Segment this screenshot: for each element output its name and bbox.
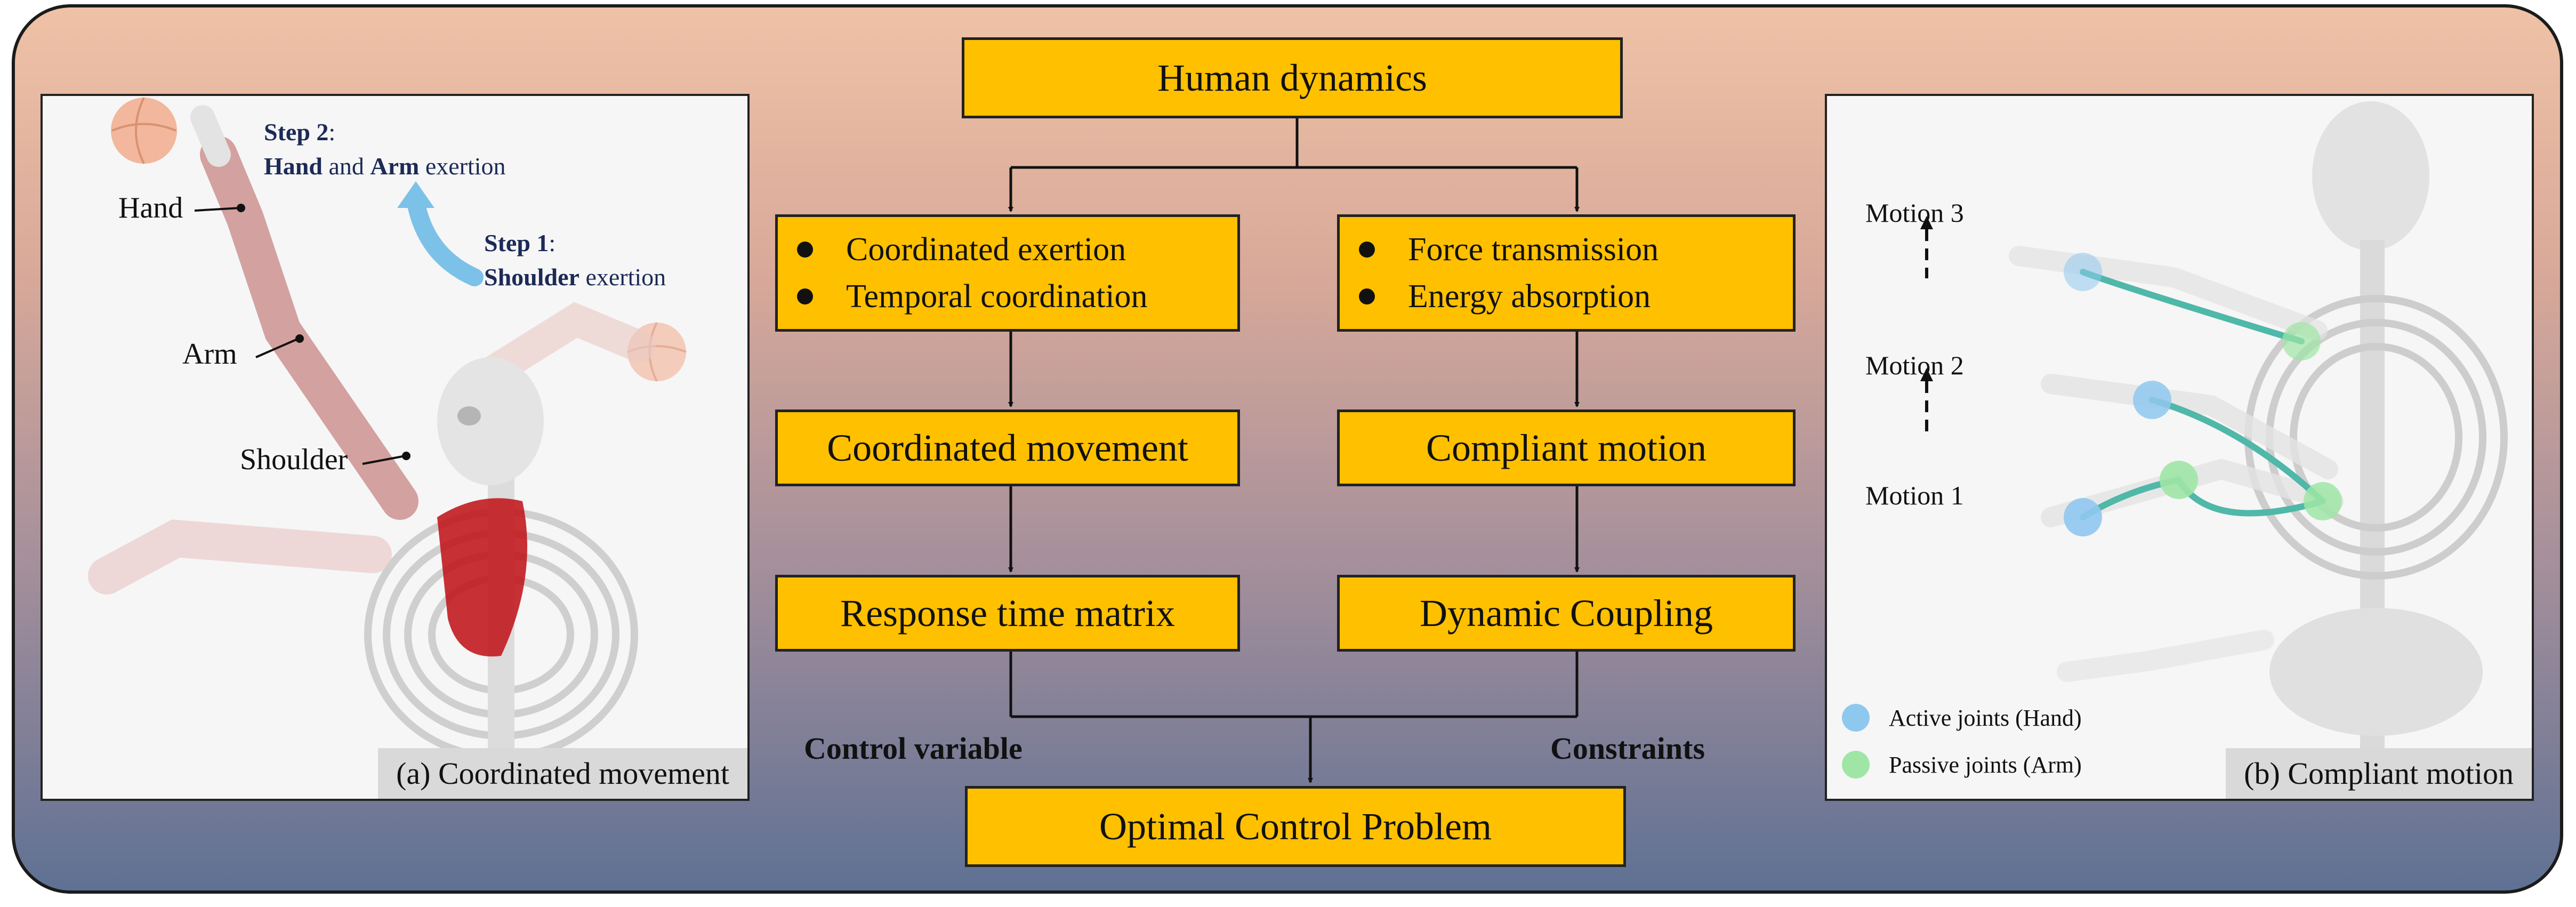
legend-passive-joints: Passive joints (Arm)	[1842, 751, 2082, 778]
label-arm: Arm	[182, 338, 237, 371]
edge-label-control-variable: Control variable	[804, 731, 1023, 766]
legend-active-swatch	[1842, 704, 1870, 732]
node-coordinated-movement: Coordinated movement	[775, 410, 1240, 486]
flowchart-connectors	[1008, 118, 1580, 783]
panel-compliant-motion: Motion 3 Motion 2 Motion 1 Active joints…	[1825, 94, 2534, 801]
label-shoulder: Shoulder	[240, 443, 348, 476]
node-compliance-features: Force transmission Energy absorption	[1337, 214, 1796, 332]
legend-passive-swatch	[1842, 751, 1870, 778]
node-dynamic-coupling: Dynamic Coupling	[1337, 575, 1796, 652]
legend-active-joints: Active joints (Hand)	[1842, 704, 2082, 732]
step1-annotation: Step 1: Shoulder exertion	[484, 229, 666, 291]
skeleton-illustration-a	[88, 97, 687, 799]
node-optimal-control-problem: Optimal Control Problem	[965, 786, 1626, 867]
edge-label-constraints: Constraints	[1550, 731, 1705, 766]
skeleton-illustration-b	[1920, 101, 2508, 799]
feature-coordinated-exertion: Coordinated exertion	[797, 226, 1126, 273]
step2-title: Step 2	[264, 118, 329, 146]
figure-frame: Hand Arm Shoulder Step 2: Hand and Arm e…	[12, 4, 2563, 894]
label-hand: Hand	[118, 191, 183, 224]
label-motion-3: Motion 3	[1865, 198, 1964, 228]
caption-a: (a) Coordinated movement	[378, 748, 747, 799]
node-human-dynamics: Human dynamics	[962, 37, 1623, 118]
node-compliant-motion: Compliant motion	[1337, 410, 1796, 486]
feature-force-transmission: Force transmission	[1359, 226, 1659, 273]
feature-temporal-coordination: Temporal coordination	[797, 273, 1148, 320]
panel-coordinated-movement: Hand Arm Shoulder Step 2: Hand and Arm e…	[41, 94, 750, 801]
step1-title: Step 1	[484, 229, 549, 256]
step2-annotation: Step 2: Hand and Arm exertion	[264, 118, 506, 180]
node-response-time-matrix: Response time matrix	[775, 575, 1240, 652]
node-coordination-features: Coordinated exertion Temporal coordinati…	[775, 214, 1240, 332]
caption-b: (b) Compliant motion	[2226, 748, 2532, 799]
label-motion-2: Motion 2	[1865, 350, 1964, 380]
label-motion-1: Motion 1	[1865, 480, 1964, 510]
feature-energy-absorption: Energy absorption	[1359, 273, 1651, 320]
